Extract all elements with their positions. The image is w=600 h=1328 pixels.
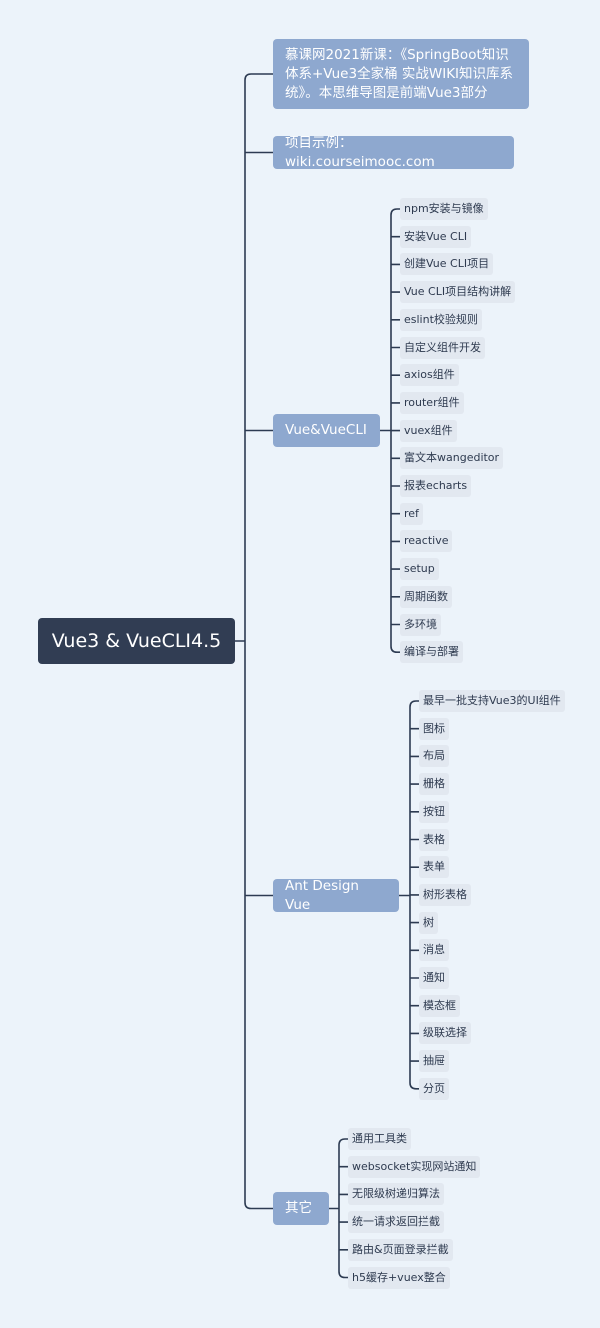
leaf-topic[interactable]: vuex组件 <box>400 419 457 442</box>
root-topic[interactable]: Vue3 & VueCLI4.5 <box>38 618 235 664</box>
leaf-topic[interactable]: 通知 <box>419 967 449 989</box>
leaf-topic[interactable]: 周期函数 <box>400 585 452 608</box>
leaf-topic[interactable]: 抽屉 <box>419 1050 449 1073</box>
leaf-topic[interactable]: 表单 <box>419 856 449 879</box>
leaf-topic[interactable]: 级联选择 <box>419 1022 471 1045</box>
leaf-topic[interactable]: h5缓存+vuex整合 <box>348 1266 450 1289</box>
leaf-topic[interactable]: 无限级树递归算法 <box>348 1183 444 1206</box>
connector-path <box>234 73 420 1279</box>
leaf-topic[interactable]: setup <box>400 558 439 581</box>
leaf-topic[interactable]: 安装Vue CLI <box>400 225 472 248</box>
leaf-topic[interactable]: router组件 <box>400 391 464 414</box>
branch-label: 项目示例：wiki.courseimooc.com <box>285 134 435 170</box>
leaf-topic[interactable]: Vue CLI项目结构讲解 <box>400 281 516 304</box>
leaf-topic[interactable]: eslint校验规则 <box>400 308 482 331</box>
branch-label: Ant Design Vue <box>285 877 359 913</box>
leaf-topic[interactable]: 多环境 <box>400 613 441 636</box>
branch-course-intro[interactable]: 慕课网2021新课：《SpringBoot知识 体系+Vue3全家桶 实战WIK… <box>273 39 529 109</box>
leaf-topic[interactable]: 表格 <box>419 828 449 851</box>
leaf-topic[interactable]: 自定义组件开发 <box>400 336 485 359</box>
leaf-topic[interactable]: 消息 <box>419 939 449 962</box>
leaf-topic[interactable]: 栅格 <box>419 773 449 796</box>
branch-label: Vue&VueCLI <box>285 422 367 438</box>
leaf-topic[interactable]: 通用工具类 <box>348 1128 411 1150</box>
leaf-topic[interactable]: websocket实现网站通知 <box>348 1155 481 1178</box>
leaf-topic[interactable]: 树形表格 <box>419 883 471 906</box>
leaf-topic[interactable]: 编译与部署 <box>400 641 463 664</box>
leaf-topic[interactable]: 图标 <box>419 717 449 740</box>
leaf-topic[interactable]: 路由&页面登录拦截 <box>348 1238 453 1261</box>
leaf-topic[interactable]: 分页 <box>419 1077 449 1100</box>
branch-project-demo[interactable]: 项目示例：wiki.courseimooc.com <box>273 134 514 170</box>
leaf-topic[interactable]: 报表echarts <box>400 475 472 497</box>
leaf-topic[interactable]: reactive <box>400 530 453 553</box>
root-topic-label: Vue3 & VueCLI4.5 <box>51 630 222 652</box>
leaf-topic[interactable]: 创建Vue CLI项目 <box>400 253 494 276</box>
leaf-topic[interactable]: 统一请求返回拦截 <box>348 1211 444 1234</box>
branch-others[interactable]: 其它 <box>273 1192 329 1225</box>
leaf-topic[interactable]: 最早一批支持Vue3的UI组件 <box>419 690 565 712</box>
leaf-topic[interactable]: 树 <box>419 911 438 934</box>
leaf-topic[interactable]: npm安装与镜像 <box>400 198 488 220</box>
leaf-topic[interactable]: 模态框 <box>419 994 460 1017</box>
branch-label: 慕课网2021新课：《SpringBoot知识 体系+Vue3全家桶 实战WIK… <box>285 46 514 101</box>
leaf-topic[interactable]: 布局 <box>419 745 449 768</box>
leaf-topic[interactable]: axios组件 <box>400 364 459 387</box>
leaf-topic[interactable]: ref <box>400 502 423 525</box>
branch-vue-vuecli[interactable]: Vue&VueCLI <box>273 414 380 447</box>
leaf-topic[interactable]: 富文本wangeditor <box>400 447 504 470</box>
branch-ant-design-vue[interactable]: Ant Design Vue <box>273 877 399 913</box>
leaf-topic[interactable]: 按钮 <box>419 800 449 823</box>
branch-label: 其它 <box>285 1200 312 1216</box>
